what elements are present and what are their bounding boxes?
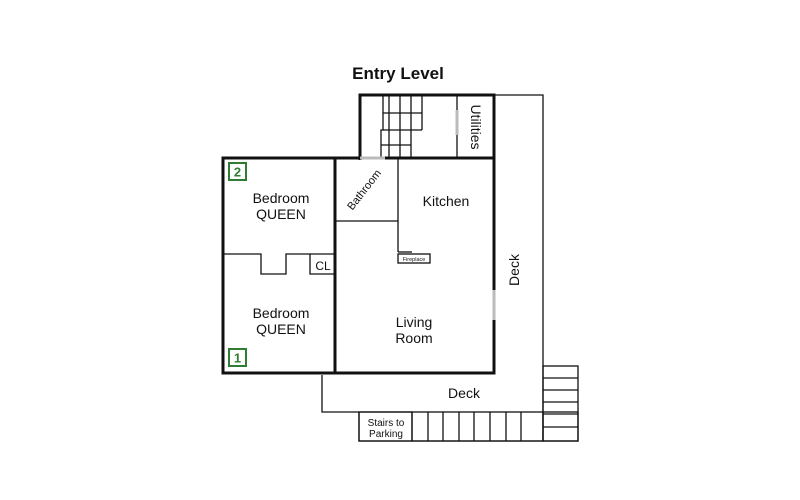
bedroom-2-badge-number: 2 — [234, 165, 241, 180]
bedroom-2: 2 Bedroom QUEEN — [228, 162, 310, 222]
door-marks — [360, 110, 496, 320]
deck-side-label: Deck — [506, 253, 522, 286]
side-stairs — [542, 365, 579, 442]
stairs-label-1: Stairs to — [368, 418, 405, 429]
plan-title: Entry Level — [352, 64, 444, 83]
kitchen-label: Kitchen — [423, 193, 470, 209]
living-room-name-2: Room — [395, 330, 432, 346]
bedroom-1-badge-number: 1 — [234, 351, 241, 366]
bedroom-1: Bedroom QUEEN 1 — [228, 305, 310, 367]
house-walls — [221, 156, 496, 375]
deck-bottom-label: Deck — [448, 385, 481, 401]
bedroom-2-bed: QUEEN — [256, 206, 306, 222]
bedroom-2-name: Bedroom — [253, 190, 310, 206]
utilities-label: Utilities — [468, 104, 484, 149]
living-room-name: Living — [396, 314, 433, 330]
closet-label: CL — [315, 259, 331, 273]
fireplace-label: Fireplace — [403, 257, 426, 263]
top-stairs — [358, 93, 496, 160]
bathroom-label: Bathroom — [345, 168, 384, 213]
bedroom-1-name: Bedroom — [253, 305, 310, 321]
bedroom-1-bed: QUEEN — [256, 321, 306, 337]
fireplace — [397, 253, 431, 264]
stairs-label-2: Parking — [369, 429, 403, 440]
bedroom-1-badge — [228, 348, 247, 367]
bedroom-2-badge — [228, 162, 247, 181]
